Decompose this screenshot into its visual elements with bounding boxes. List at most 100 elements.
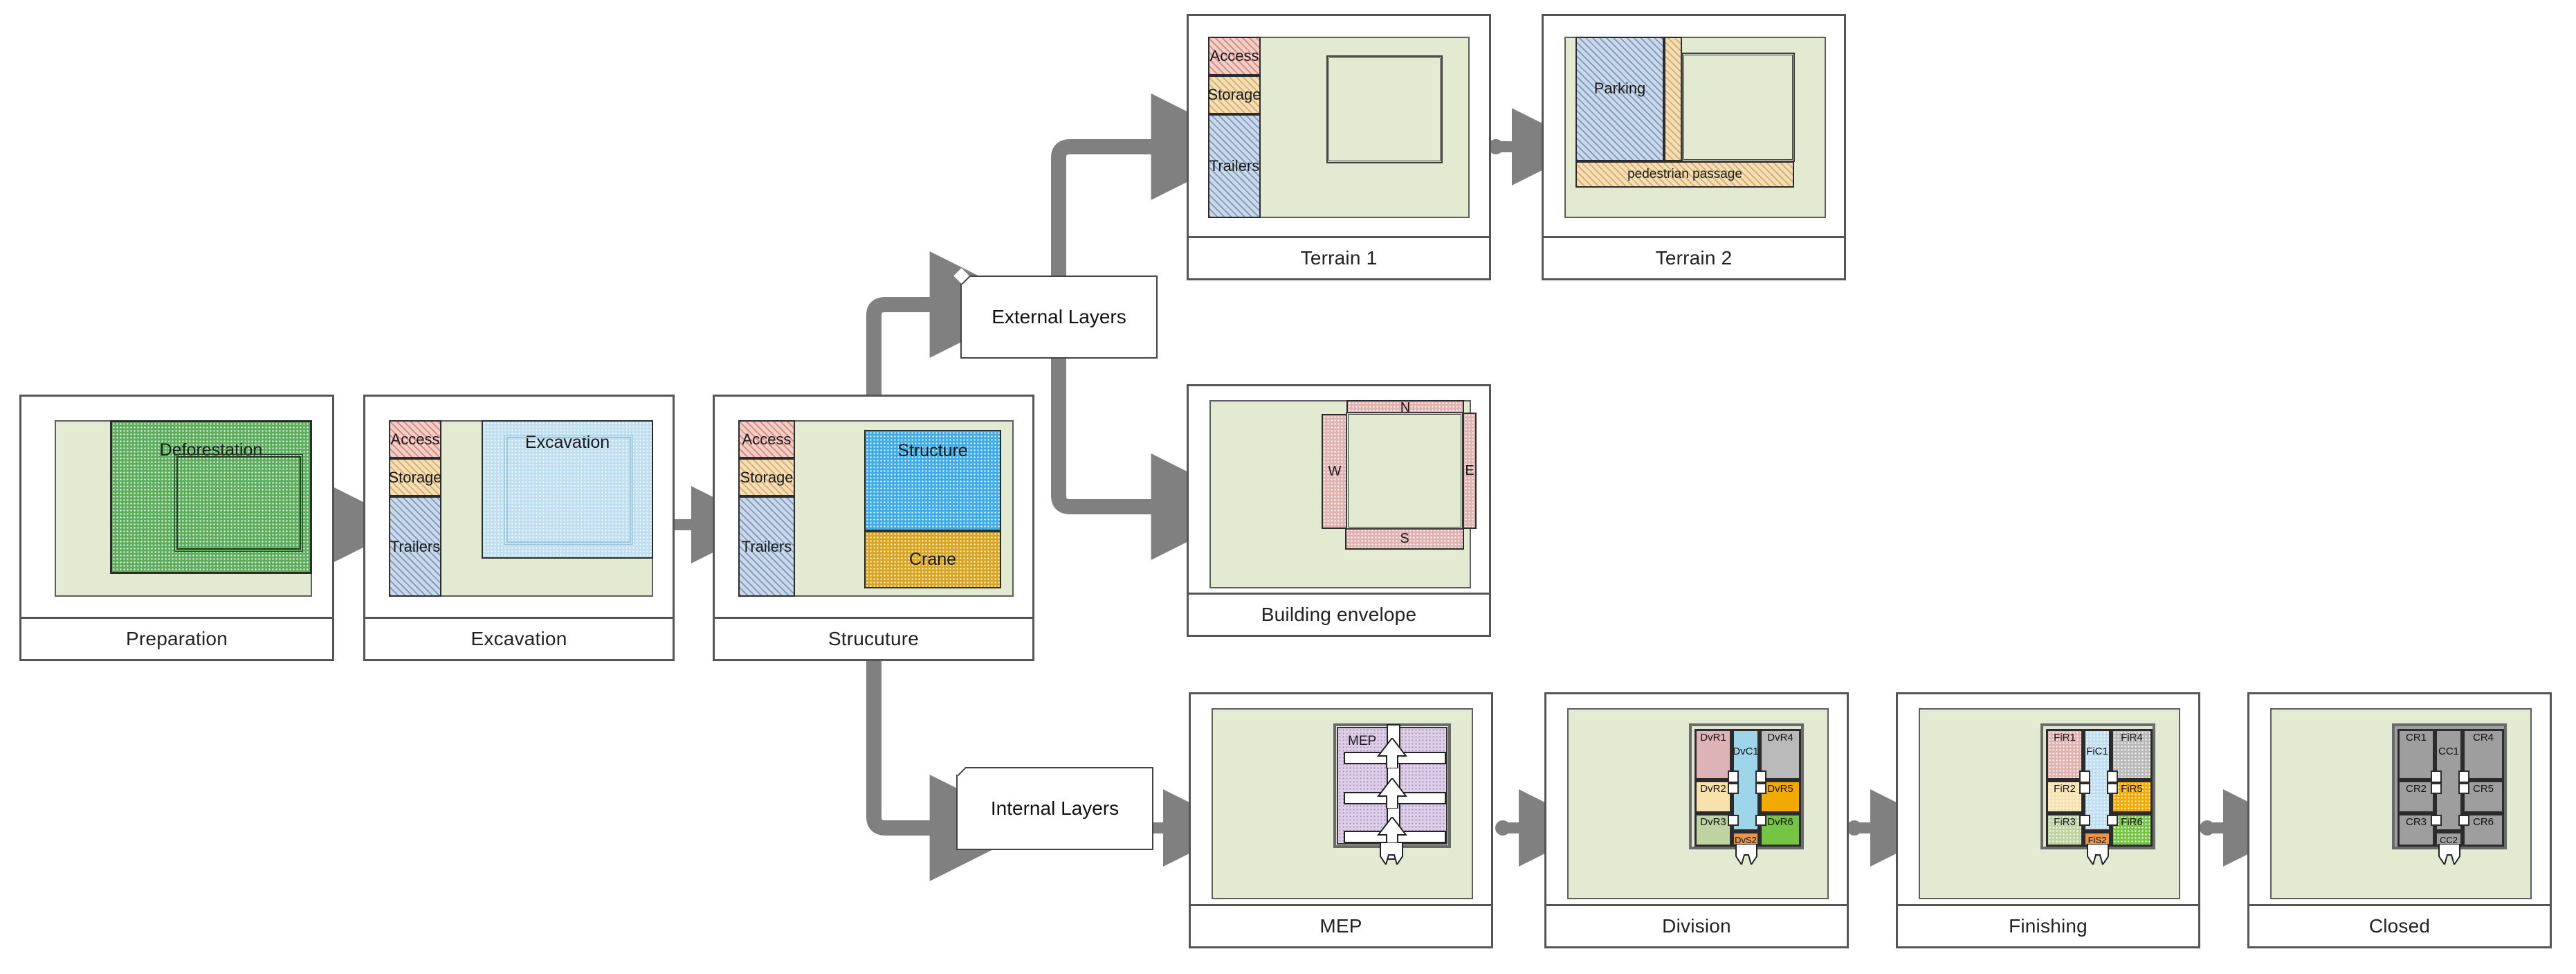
envelope-face-s[interactable]: S — [1345, 527, 1464, 550]
building-footprint — [1326, 55, 1443, 163]
area-label-structure: Structure — [897, 441, 968, 460]
room-label: CR4 — [2472, 732, 2494, 743]
room-DvR3[interactable]: DvR3 — [1695, 813, 1732, 847]
area-trailers[interactable]: Trailers — [389, 496, 441, 597]
envelope-canvas: N W E S — [1189, 386, 1489, 635]
room-DvR1[interactable]: DvR1 — [1695, 729, 1732, 780]
caption-building-envelope: Building envelope — [1187, 593, 1491, 637]
envelope-face-w[interactable]: W — [1322, 414, 1348, 529]
door-icon — [2431, 770, 2442, 783]
caption-terrain1: Terrain 1 — [1187, 236, 1491, 280]
room-label: FiR3 — [2054, 816, 2076, 828]
stage-panel-division[interactable]: DvR1 DvR2 DvR3 DvC1 DvS2 DvR4 DvR5 DvR6 — [1544, 692, 1849, 948]
area-storage[interactable]: Storage — [388, 458, 442, 496]
closed-floorplan: CR1 CR2 CR3 CC1 CC2 CR4 CR5 CR6 — [2392, 723, 2507, 849]
room-DvR5[interactable]: DvR5 — [1760, 780, 1801, 813]
room-CR3[interactable]: CR3 — [2397, 813, 2435, 847]
room-FiR5[interactable]: FiR5 — [2111, 780, 2153, 813]
area-access[interactable]: Access — [1208, 37, 1261, 75]
area-storage[interactable]: Storage — [1207, 75, 1261, 114]
door-icon — [2458, 815, 2469, 826]
door-icon — [2431, 815, 2442, 826]
caption-finishing: Finishing — [1896, 904, 2200, 948]
room-CR1[interactable]: CR1 — [2397, 729, 2435, 780]
arrow-structure-external — [866, 251, 1036, 408]
room-CR4[interactable]: CR4 — [2463, 729, 2504, 780]
entrance-icon — [1735, 844, 1757, 865]
division-canvas: DvR1 DvR2 DvR3 DvC1 DvS2 DvR4 DvR5 DvR6 — [1546, 694, 1847, 946]
stage-panel-finishing[interactable]: FiR1 FiR2 FiR3 FiC1 FiS2 FiR4 FiR5 FiR6 — [1896, 692, 2200, 948]
stage-panel-terrain1[interactable]: Access Storage Trailers Terrain 1 — [1187, 14, 1491, 280]
caption-preparation: Preparation — [19, 617, 334, 661]
area-access[interactable]: Access — [738, 420, 795, 458]
room-CR6[interactable]: CR6 — [2463, 813, 2504, 847]
process-box-label: Internal Layers — [990, 797, 1120, 819]
entrance-icon — [2438, 844, 2460, 865]
area-storage[interactable]: Storage — [738, 458, 795, 496]
room-FiR1[interactable]: FiR1 — [2046, 729, 2083, 780]
room-label: CR6 — [2472, 816, 2494, 828]
area-crane[interactable]: Crane — [864, 531, 1001, 588]
room-label: DvC1 — [1733, 746, 1759, 757]
closed-canvas: CR1 CR2 CR3 CC1 CC2 CR4 CR5 CR6 — [2249, 694, 2550, 946]
finishing-canvas: FiR1 FiR2 FiR3 FiC1 FiS2 FiR4 FiR5 FiR6 — [1898, 694, 2198, 946]
area-trailers[interactable]: Trailers — [738, 496, 795, 597]
room-FiR4[interactable]: FiR4 — [2111, 729, 2153, 780]
area-label-trailers: Trailers — [741, 537, 792, 555]
caption-excavation: Excavation — [363, 617, 675, 661]
room-FiR2[interactable]: FiR2 — [2046, 780, 2083, 813]
stage-panel-mep[interactable]: MEP MEP — [1189, 692, 1493, 948]
envelope-face-e[interactable]: E — [1463, 413, 1477, 529]
excavation-canvas: Access Storage Trailers Excavation — [365, 397, 673, 659]
room-label: FiR6 — [2121, 816, 2143, 828]
terrain2-canvas: Parking pedestrian passage — [1544, 16, 1844, 278]
room-label: FiR2 — [2054, 783, 2076, 795]
room-DvR2[interactable]: DvR2 — [1695, 780, 1732, 813]
arrow-external-envelope — [1051, 351, 1258, 560]
area-access[interactable]: Access — [389, 420, 441, 458]
arrow-external-terrain1 — [1051, 93, 1258, 297]
excavation-inner-outline — [504, 435, 633, 545]
door-icon — [1728, 783, 1739, 794]
door-icon — [1755, 770, 1766, 783]
process-box-internal-layers[interactable]: Internal Layers — [956, 767, 1153, 850]
room-CR5[interactable]: CR5 — [2463, 780, 2504, 813]
room-FiR3[interactable]: FiR3 — [2046, 813, 2083, 847]
caption-terrain2: Terrain 2 — [1542, 236, 1846, 280]
room-DvR6[interactable]: DvR6 — [1760, 813, 1801, 847]
room-CR2[interactable]: CR2 — [2397, 780, 2435, 813]
mep-entrance-icon — [1380, 842, 1403, 865]
door-icon — [2079, 770, 2090, 783]
division-floorplan: DvR1 DvR2 DvR3 DvC1 DvS2 DvR4 DvR5 DvR6 — [1689, 723, 1804, 849]
caption-structure: Strucuture — [713, 617, 1034, 661]
door-icon — [2107, 770, 2118, 783]
room-label: DvR2 — [1700, 783, 1726, 795]
envelope-label-e: E — [1465, 462, 1474, 478]
room-FiR6[interactable]: FiR6 — [2111, 813, 2153, 847]
area-trailers[interactable]: Trailers — [1208, 114, 1261, 218]
preparation-canvas: Deforestation — [21, 397, 332, 659]
entrance-icon — [2087, 844, 2109, 865]
area-excavation[interactable]: Excavation — [482, 420, 653, 559]
area-pedestrian-passage[interactable]: pedestrian passage — [1575, 161, 1794, 188]
connector-nub — [1847, 820, 1862, 836]
door-icon — [1755, 783, 1766, 794]
connector-nub — [2200, 820, 2215, 836]
area-structure[interactable]: Structure — [864, 430, 1001, 531]
stage-panel-structure[interactable]: Access Storage Trailers Structure Crane … — [713, 395, 1034, 661]
stage-panel-terrain2[interactable]: Parking pedestrian passage Terrain 2 — [1542, 14, 1846, 280]
envelope-label-n: N — [1400, 399, 1411, 415]
area-parking[interactable]: Parking — [1575, 37, 1664, 161]
area-mep[interactable]: MEP — [1337, 724, 1447, 860]
stage-panel-closed[interactable]: CR1 CR2 CR3 CC1 CC2 CR4 CR5 CR6 — [2247, 692, 2552, 948]
stage-panel-preparation[interactable]: Deforestation Preparation — [19, 395, 334, 661]
room-label: DvR5 — [1767, 783, 1793, 795]
process-box-external-layers[interactable]: External Layers — [960, 276, 1158, 359]
stage-panel-excavation[interactable]: Access Storage Trailers Excavation Excav… — [363, 395, 675, 661]
mep-junction-icon — [1376, 778, 1408, 809]
room-DvR4[interactable]: DvR4 — [1760, 729, 1801, 780]
room-label: CR2 — [2405, 783, 2427, 795]
area-label-access: Access — [1209, 47, 1259, 64]
stage-panel-building-envelope[interactable]: N W E S Building envelope — [1187, 384, 1491, 637]
